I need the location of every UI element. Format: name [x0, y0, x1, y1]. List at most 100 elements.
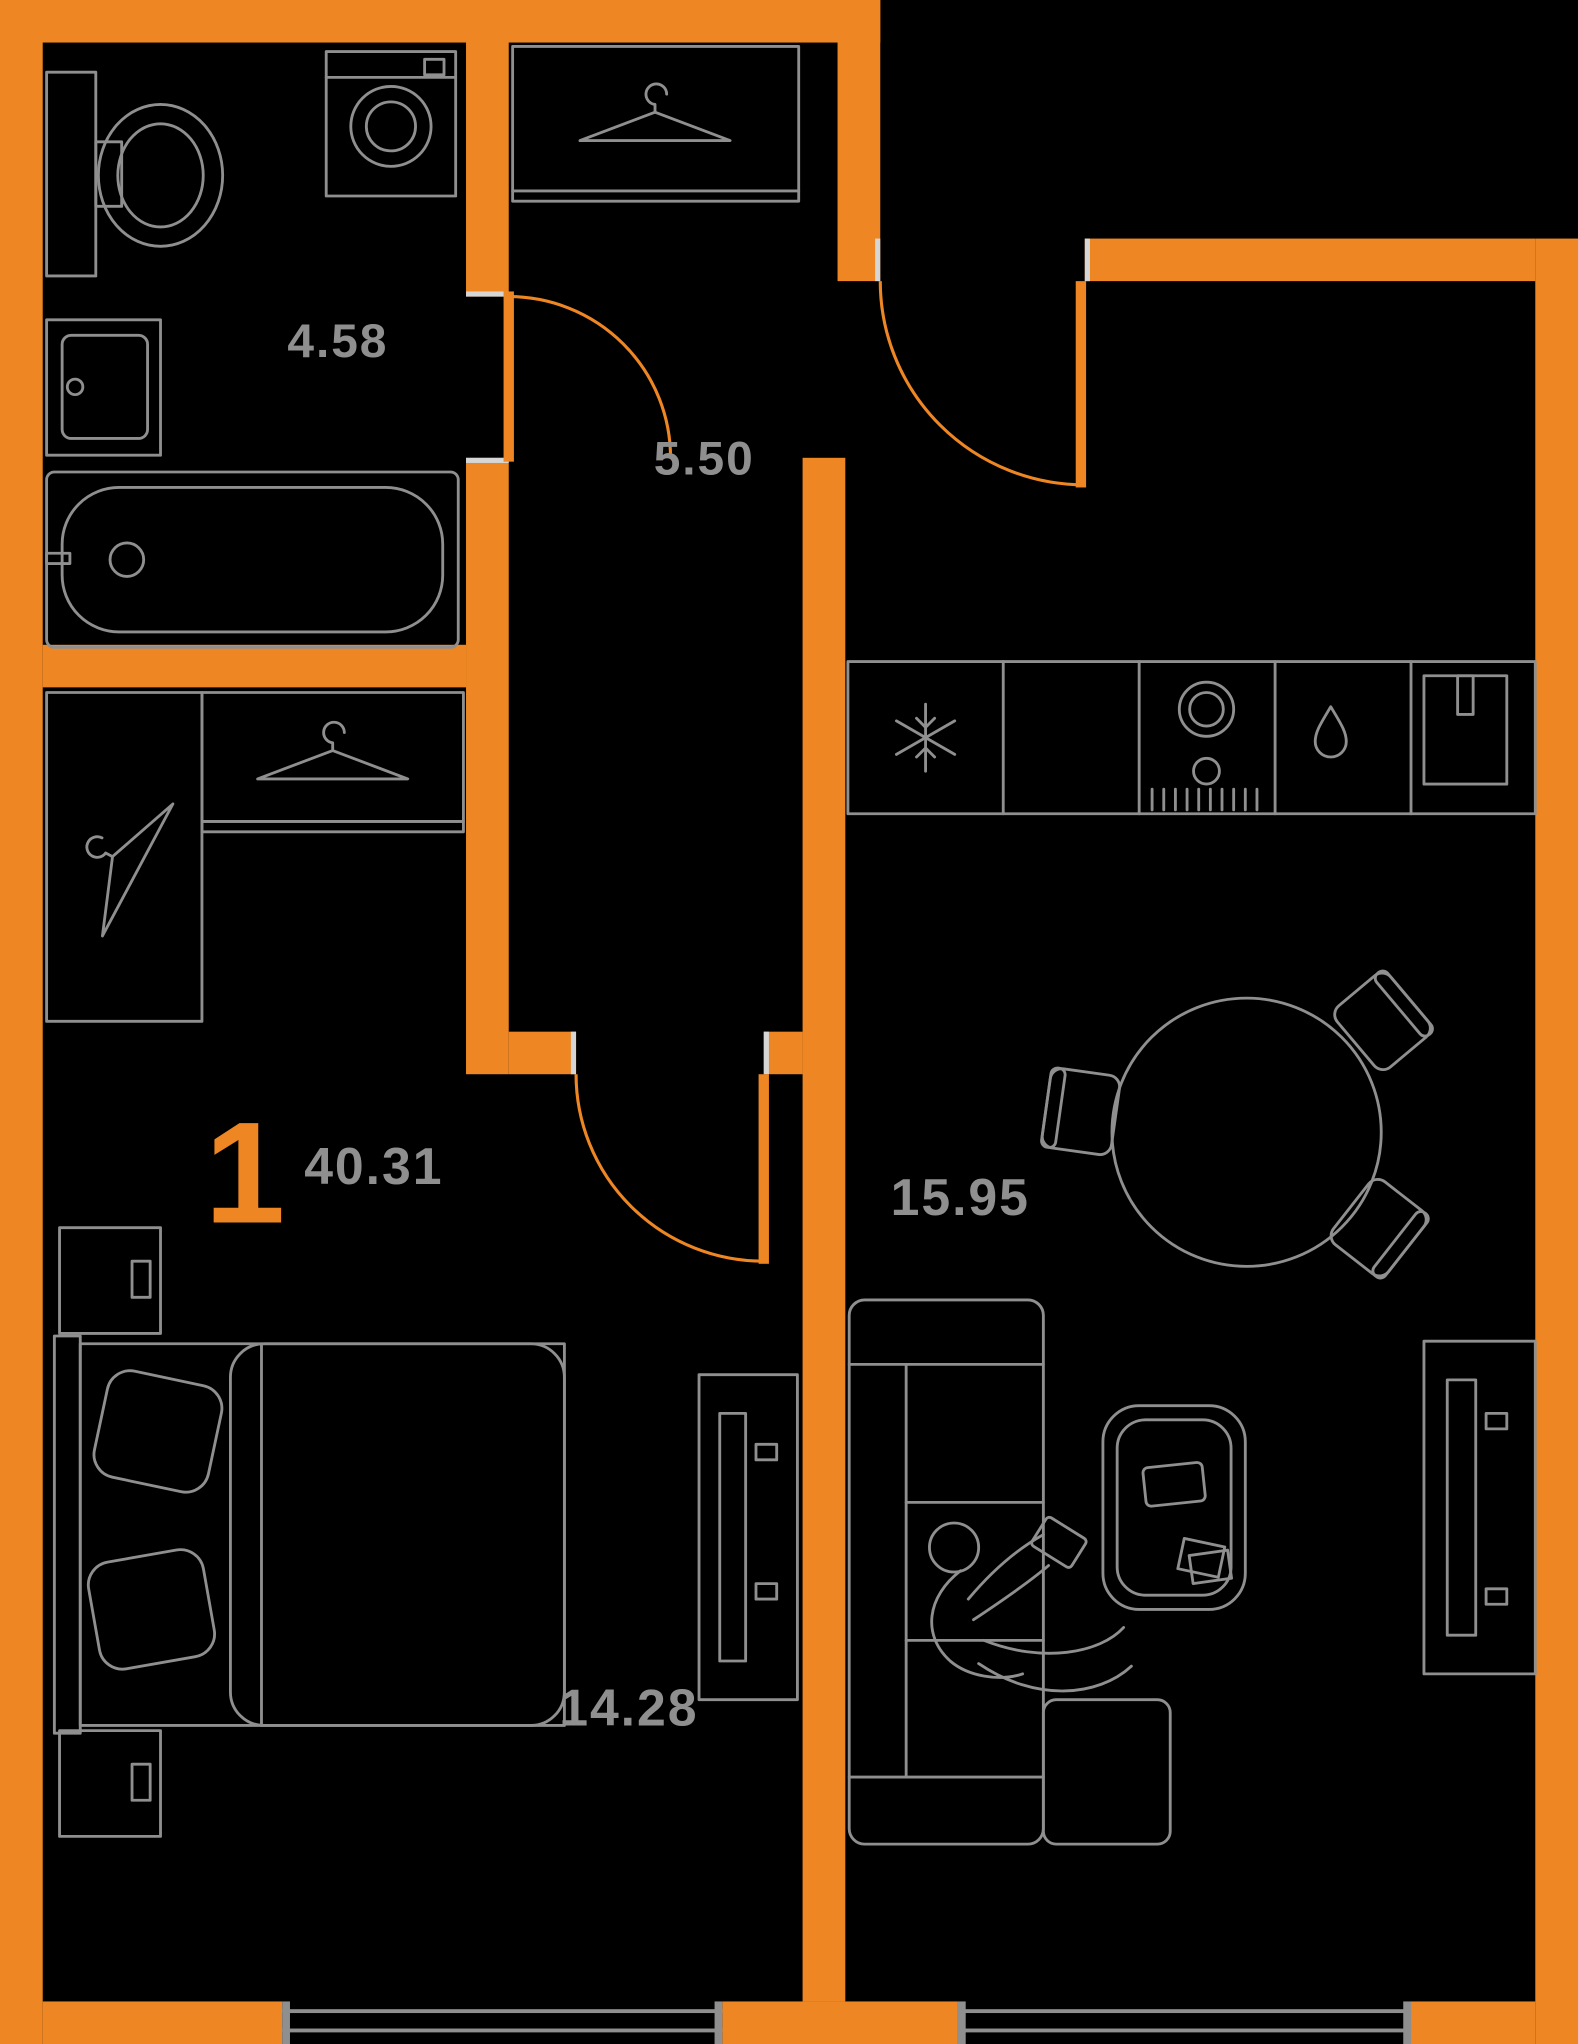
bed-pillow: [86, 1548, 216, 1671]
tv-console-detail: [1484, 1587, 1509, 1606]
wall-bathroom-right-upper: [466, 0, 509, 297]
living-tv-console: [1422, 1339, 1537, 1676]
sink: [45, 318, 162, 457]
jamb: [875, 238, 881, 282]
washing-machine-body: [324, 50, 458, 198]
window-post: [714, 2001, 723, 2044]
hanger-icon: [50, 775, 175, 938]
snowflake-icon: [894, 702, 957, 773]
papers: [1176, 1536, 1227, 1579]
dining-chair: [1328, 966, 1437, 1076]
wall-top-left: [0, 0, 881, 43]
hallway-closet: [511, 45, 801, 203]
dining-chair: [1039, 1065, 1123, 1158]
door-swing-arc: [508, 295, 673, 458]
toilet-bowl: [96, 103, 225, 248]
hanger-icon: [578, 82, 732, 142]
bedroom-door: [574, 1074, 769, 1264]
water-drop-icon: [1313, 705, 1348, 759]
counter-divider: [1001, 660, 1413, 816]
sofa-body: [847, 1298, 1045, 1846]
sink-body: [45, 318, 162, 457]
door-jambs: [466, 238, 1090, 1075]
bed-blanket: [228, 1342, 566, 1727]
stove: [1150, 680, 1259, 812]
stove-burner-inner: [1188, 691, 1225, 728]
tv-console-detail: [1484, 1411, 1509, 1431]
stove-burner-large: [1177, 680, 1236, 738]
washing-machine-drum-inner: [364, 100, 417, 153]
sofa-armrest-line: [847, 1362, 1045, 1779]
wall-bathroom-bottom: [42, 644, 467, 688]
bathtub-basin: [60, 486, 445, 634]
wall-bathroom-right-lower: [466, 457, 509, 1075]
wardrobe-shelf: [200, 820, 465, 834]
sink-tap: [1456, 674, 1475, 716]
washing-machine-panel: [423, 57, 446, 77]
window-line: [282, 2028, 723, 2033]
wardrobe-right-section: [200, 691, 465, 823]
nightstand-bottom: [58, 1729, 162, 1838]
closet-shelf: [511, 189, 801, 203]
dining-set: [1039, 966, 1437, 1283]
entrance-door: [878, 281, 1087, 488]
stove-grill: [1150, 787, 1259, 812]
hallway-area-label: 5.50: [654, 433, 755, 486]
nightstand-top-handle: [130, 1259, 152, 1299]
jamb: [466, 291, 509, 297]
tv-console-body: [1422, 1339, 1537, 1676]
sofa-cushion-line: [904, 1500, 1045, 1642]
toilet-tank: [45, 70, 98, 278]
sink-basin: [1422, 674, 1509, 786]
person-reading-figure: [928, 1515, 1133, 1693]
entrance-door-leaf: [1075, 281, 1087, 488]
washing-machine: [324, 50, 458, 198]
wardrobe-nook: [45, 691, 465, 1023]
bedroom: [52, 1226, 799, 1838]
bedroom-door-leaf: [758, 1074, 769, 1264]
window-line: [957, 2009, 1412, 2014]
nightstand-bottom-handle: [130, 1762, 152, 1802]
bed-headboard: [52, 1334, 82, 1735]
book: [1030, 1515, 1088, 1569]
sink-basin: [60, 333, 149, 440]
person-arm: [972, 1564, 1050, 1622]
washing-machine-drum: [349, 84, 433, 168]
wall-bedroom-top-a: [508, 1031, 577, 1075]
bathtub-body: [45, 470, 460, 649]
door-swing-arc: [878, 281, 1085, 487]
bathroom-door-leaf: [503, 291, 514, 462]
counter-sink-block: [1422, 674, 1509, 786]
wardrobe-left-section: [45, 691, 204, 1023]
person-torso: [930, 1569, 1025, 1679]
coffee-table: [1101, 1404, 1247, 1611]
living-window: [957, 2001, 1412, 2044]
tablet: [1141, 1461, 1207, 1508]
bathtub-tap: [45, 551, 72, 565]
window-line: [282, 2009, 723, 2014]
person-head: [928, 1521, 981, 1574]
toilet-bowl-inner: [116, 122, 205, 229]
coffee-table-top: [1101, 1404, 1247, 1611]
bedroom-area-label: 14.28: [559, 1679, 698, 1737]
dining-table: [1110, 996, 1383, 1268]
toilet-connector: [94, 140, 124, 208]
coffee-table-inner: [1115, 1418, 1233, 1597]
jamb: [570, 1031, 577, 1075]
kitchen-counter: [846, 660, 1537, 816]
bedroom-window: [282, 2001, 723, 2044]
bathroom: [45, 50, 460, 649]
jamb: [466, 457, 509, 463]
jamb: [763, 1031, 769, 1075]
wall-left: [0, 0, 43, 2044]
tv-screen: [718, 1411, 748, 1663]
wall-bottom-middle: [722, 2001, 958, 2044]
total-area-label: 40.31: [304, 1137, 443, 1195]
bathtub: [45, 470, 460, 649]
counter-outline: [846, 660, 1537, 816]
bedroom-tv-console: [697, 1373, 799, 1702]
hanger-icon: [256, 720, 410, 781]
snowflake-line: [894, 719, 957, 756]
